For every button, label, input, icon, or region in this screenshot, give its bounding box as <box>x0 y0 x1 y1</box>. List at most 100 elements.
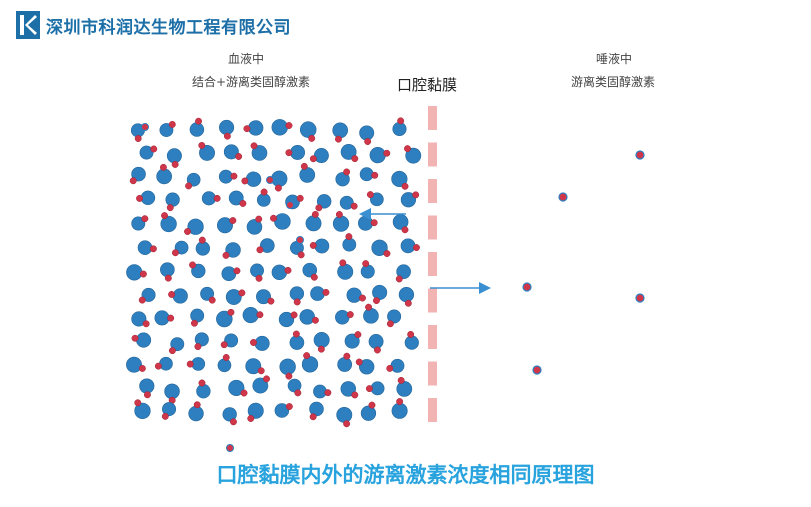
bound-hormone-complex <box>339 195 358 210</box>
saliva-title: 唾液中 <box>596 52 633 66</box>
bound-hormone-complex <box>289 286 305 306</box>
bound-hormone-complex <box>185 172 201 190</box>
bound-hormone-complex <box>222 242 241 259</box>
bound-hormone-complex <box>216 217 237 234</box>
bound-hormone-complex <box>200 286 216 304</box>
bound-hormone-complex <box>194 332 209 351</box>
bound-hormone-complex <box>217 354 232 373</box>
saliva-subtitle: 游离类固醇激素 <box>571 75 656 89</box>
bound-hormone-complex <box>252 375 270 394</box>
bound-hormone-complex <box>365 381 385 396</box>
bound-hormone-complex <box>271 119 293 136</box>
bound-hormone-complex <box>368 334 384 354</box>
bound-hormone-complex <box>189 117 205 137</box>
bound-hormone-complex <box>189 261 206 279</box>
header: 深圳市科润达生物工程有限公司 <box>16 10 291 40</box>
bound-hormone-complex <box>154 310 175 326</box>
bound-hormone-complex <box>313 384 332 399</box>
k-logo-icon <box>16 11 40 39</box>
bound-hormone-complex <box>270 213 291 230</box>
bound-hormone-complex <box>400 238 420 254</box>
membrane-segment <box>428 215 437 240</box>
bound-hormone-complex <box>256 238 275 254</box>
bound-hormone-complex <box>392 117 407 137</box>
bound-hormone-complex <box>299 162 316 183</box>
bound-hormone-complex <box>309 238 330 254</box>
bound-hormone-complex <box>138 287 156 304</box>
bound-hormone-complex <box>386 358 405 373</box>
bound-hormone-complex <box>131 311 150 328</box>
bound-hormone-complex <box>131 332 152 348</box>
free-hormone <box>522 282 532 292</box>
bound-hormone-complex <box>404 145 422 164</box>
bound-hormone-complex <box>165 192 180 212</box>
bound-hormone-complex <box>337 352 353 372</box>
diagram-caption: 口腔黏膜内外的游离激素浓度相同原理图 <box>216 463 595 487</box>
bound-hormone-complex <box>131 215 149 231</box>
bound-hormone-complex <box>366 191 384 207</box>
bound-hormone-complex <box>299 309 319 325</box>
bound-hormone-complex <box>220 333 239 349</box>
membrane-segment <box>428 179 437 203</box>
bound-hormone-complex <box>309 401 324 421</box>
free-hormone <box>635 150 645 160</box>
bound-hormone-complex <box>299 121 317 142</box>
bound-hormone-complex <box>247 402 264 422</box>
bound-hormone-complex <box>302 262 318 281</box>
bound-hormone-complex <box>369 147 391 164</box>
bound-hormone-complex <box>168 337 185 355</box>
bound-hormone-complex <box>241 171 262 187</box>
bound-hormone-complex <box>335 309 354 325</box>
bound-hormone-complex <box>243 120 264 136</box>
company-name: 深圳市科润达生物工程有限公司 <box>46 17 291 38</box>
bound-hormone-complex <box>398 286 415 307</box>
bound-hormone-complex <box>188 401 204 422</box>
bound-hormone-complex <box>222 407 237 426</box>
bound-hormone-complex <box>160 212 177 233</box>
bound-hormone-complex <box>395 264 411 283</box>
bound-hormone-complex <box>305 210 322 232</box>
bound-hormone-complex <box>242 306 264 324</box>
bound-hormone-complex <box>164 383 180 404</box>
bound-hormone-complex <box>287 378 302 397</box>
bound-hormone-complex <box>190 308 205 327</box>
bound-hormone-complex <box>250 142 268 161</box>
bound-hormone-complex <box>309 148 329 164</box>
free-hormone <box>226 444 234 452</box>
bound-hormone-complex <box>250 263 264 282</box>
free-hormone <box>532 365 542 375</box>
bound-hormone-complex <box>285 144 306 160</box>
bound-hormone-complex <box>332 211 350 232</box>
bound-hormone-complex <box>126 356 146 373</box>
bound-hormone-complex <box>392 214 409 234</box>
membrane-segment <box>428 252 437 276</box>
bound-hormone-complex <box>340 381 359 399</box>
oral-mucosa-membrane <box>428 106 437 422</box>
bound-hormone-complex <box>391 398 408 419</box>
membrane-segment <box>428 361 437 386</box>
bound-hormone-complex <box>225 289 246 305</box>
bound-hormone-complex <box>360 401 377 421</box>
bound-hormone-complex <box>360 260 375 279</box>
blood-subtitle: 结合+游离类固醇激素 <box>192 75 311 89</box>
bound-hormone-complex <box>171 240 189 257</box>
bound-hormone-complex <box>139 145 158 160</box>
bound-hormone-complex <box>134 399 151 419</box>
bound-hormone-complex <box>195 236 210 256</box>
bound-hormone-complex <box>358 215 378 231</box>
bound-hormone-complex <box>289 330 305 350</box>
bound-hormone-complex <box>168 288 188 304</box>
bound-hormone-complex <box>271 170 288 192</box>
bound-hormone-complex <box>136 190 156 206</box>
bound-hormone-complex <box>159 120 176 137</box>
bound-hormone-complex <box>396 376 413 397</box>
bound-hormone-complex <box>400 191 420 208</box>
bound-hormone-complex <box>290 240 305 259</box>
bound-hormone-complex <box>315 194 332 212</box>
bound-hormone-complex <box>271 264 292 281</box>
free-hormone <box>635 293 645 303</box>
bound-hormone-complex <box>218 169 238 184</box>
bound-hormone-complex <box>223 144 243 160</box>
bound-hormone-complex <box>371 239 391 257</box>
membrane-segment <box>428 288 437 313</box>
